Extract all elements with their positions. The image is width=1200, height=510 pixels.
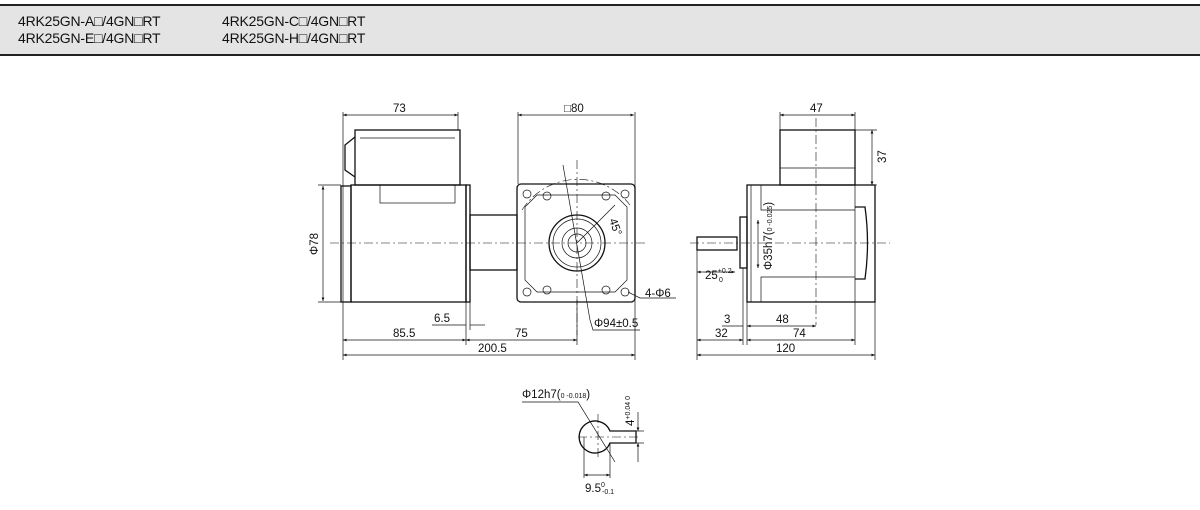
model-a: 4RK25GN-A□/4GN□RT bbox=[18, 13, 161, 29]
dim-73: 73 bbox=[393, 103, 406, 115]
dim-key: 4+0.04 0 bbox=[625, 396, 637, 426]
dim-32: 32 bbox=[715, 328, 728, 340]
dim-120: 120 bbox=[776, 343, 795, 355]
dim-pilot: Φ35h7(0 -0.025) bbox=[763, 202, 775, 270]
dim-45: 45° bbox=[606, 217, 623, 237]
dim-78: Φ78 bbox=[309, 233, 321, 255]
model-header: 4RK25GN-A□/4GN□RT 4RK25GN-C□/4GN□RT 4RK2… bbox=[0, 4, 1200, 56]
dim-holes: 4-Φ6 bbox=[645, 288, 671, 300]
front-view: 73 □80 Φ78 45° 4-Φ6 Φ94±0.5 6.5 85.5 75 … bbox=[309, 103, 676, 360]
model-c: 4RK25GN-C□/4GN□RT bbox=[222, 13, 366, 29]
side-view: 47 37 Φ35h7(0 -0.025) 25+0.2 0 3 48 32 7… bbox=[690, 103, 890, 360]
dim-80: □80 bbox=[564, 103, 584, 115]
dim-6-5: 6.5 bbox=[434, 313, 450, 325]
dim-25: 25+0.2 bbox=[705, 268, 732, 282]
dim-37: 37 bbox=[877, 150, 889, 163]
shaft-section: Φ12h7(0 -0.018) 4+0.04 0 9.50 -0.1 bbox=[522, 389, 644, 496]
dim-48: 48 bbox=[776, 314, 789, 326]
dim-85-5: 85.5 bbox=[393, 328, 415, 340]
dim-47: 47 bbox=[810, 103, 823, 115]
dim-25-tol-lower: 0 bbox=[719, 277, 723, 284]
dim-flat-width-tol-lower: -0.1 bbox=[602, 489, 614, 496]
dim-flat-width: 9.50 bbox=[585, 482, 605, 495]
dim-shaft-dia: Φ12h7(0 -0.018) bbox=[522, 389, 590, 401]
dim-3: 3 bbox=[724, 314, 730, 326]
dim-200-5: 200.5 bbox=[478, 343, 507, 355]
dim-pcd: Φ94±0.5 bbox=[594, 318, 638, 330]
dim-75: 75 bbox=[515, 328, 528, 340]
model-h: 4RK25GN-H□/4GN□RT bbox=[222, 30, 366, 46]
model-e: 4RK25GN-E□/4GN□RT bbox=[18, 30, 161, 46]
dim-74: 74 bbox=[793, 328, 806, 340]
